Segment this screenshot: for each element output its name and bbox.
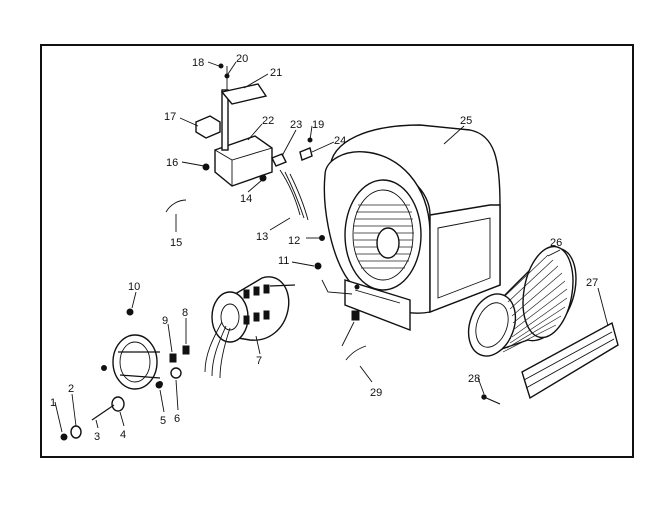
- wire-28: [345, 345, 367, 361]
- callout-7: 7: [256, 355, 262, 367]
- callout-8: 8: [182, 307, 188, 319]
- callout-21: 22: [262, 115, 274, 127]
- fasteners-16-14: [202, 163, 267, 182]
- callout-10: 10: [128, 281, 140, 293]
- callout-12: 12: [288, 235, 300, 247]
- callout-25: 26: [550, 237, 562, 249]
- callout-16: 16: [166, 157, 178, 169]
- callout-11: 11: [278, 255, 289, 267]
- motor: [204, 276, 296, 379]
- callout-5: 5: [160, 415, 166, 427]
- callout-9: 9: [162, 315, 168, 327]
- cutoff-plate: [521, 321, 619, 400]
- callout-3: 3: [94, 431, 100, 443]
- motor-mount: [101, 308, 163, 390]
- callout-17: 17: [164, 111, 176, 123]
- screws-18-19: [218, 63, 230, 90]
- blower-housing: [323, 124, 501, 332]
- callout-23: 24: [334, 135, 346, 147]
- callout-27: 28: [468, 373, 480, 385]
- blower-wheel: [467, 245, 577, 357]
- screws-11-12: [314, 235, 353, 295]
- control-box: [214, 83, 273, 187]
- wiring-harness: [165, 169, 309, 221]
- callout-2: 2: [68, 383, 74, 395]
- callout-15: 15: [170, 237, 182, 249]
- callout-22: 23: [290, 119, 302, 131]
- connector-22-23: [271, 137, 313, 167]
- callout-labels: 18 20 21 17 22 23 19 24 25 16 14 15 13 1…: [50, 53, 598, 443]
- screw-27: [481, 394, 501, 405]
- callout-1: 1: [50, 397, 56, 409]
- grommet-29: [351, 310, 360, 321]
- hardware-small-parts: [60, 345, 190, 441]
- callout-28: 29: [370, 387, 382, 399]
- callout-14: 14: [240, 193, 252, 205]
- callout-6: 6: [174, 413, 180, 425]
- callout-18: 18: [192, 57, 204, 69]
- callout-20: 21: [270, 67, 282, 79]
- callout-18b: 19: [312, 119, 324, 131]
- leader-lines: [54, 61, 609, 433]
- callout-19: 20: [236, 53, 248, 65]
- callout-24: 25: [460, 115, 472, 127]
- relay-17: [195, 115, 221, 139]
- callout-13: 13: [256, 231, 268, 243]
- callout-4: 4: [120, 429, 126, 441]
- callout-26: 27: [586, 277, 598, 289]
